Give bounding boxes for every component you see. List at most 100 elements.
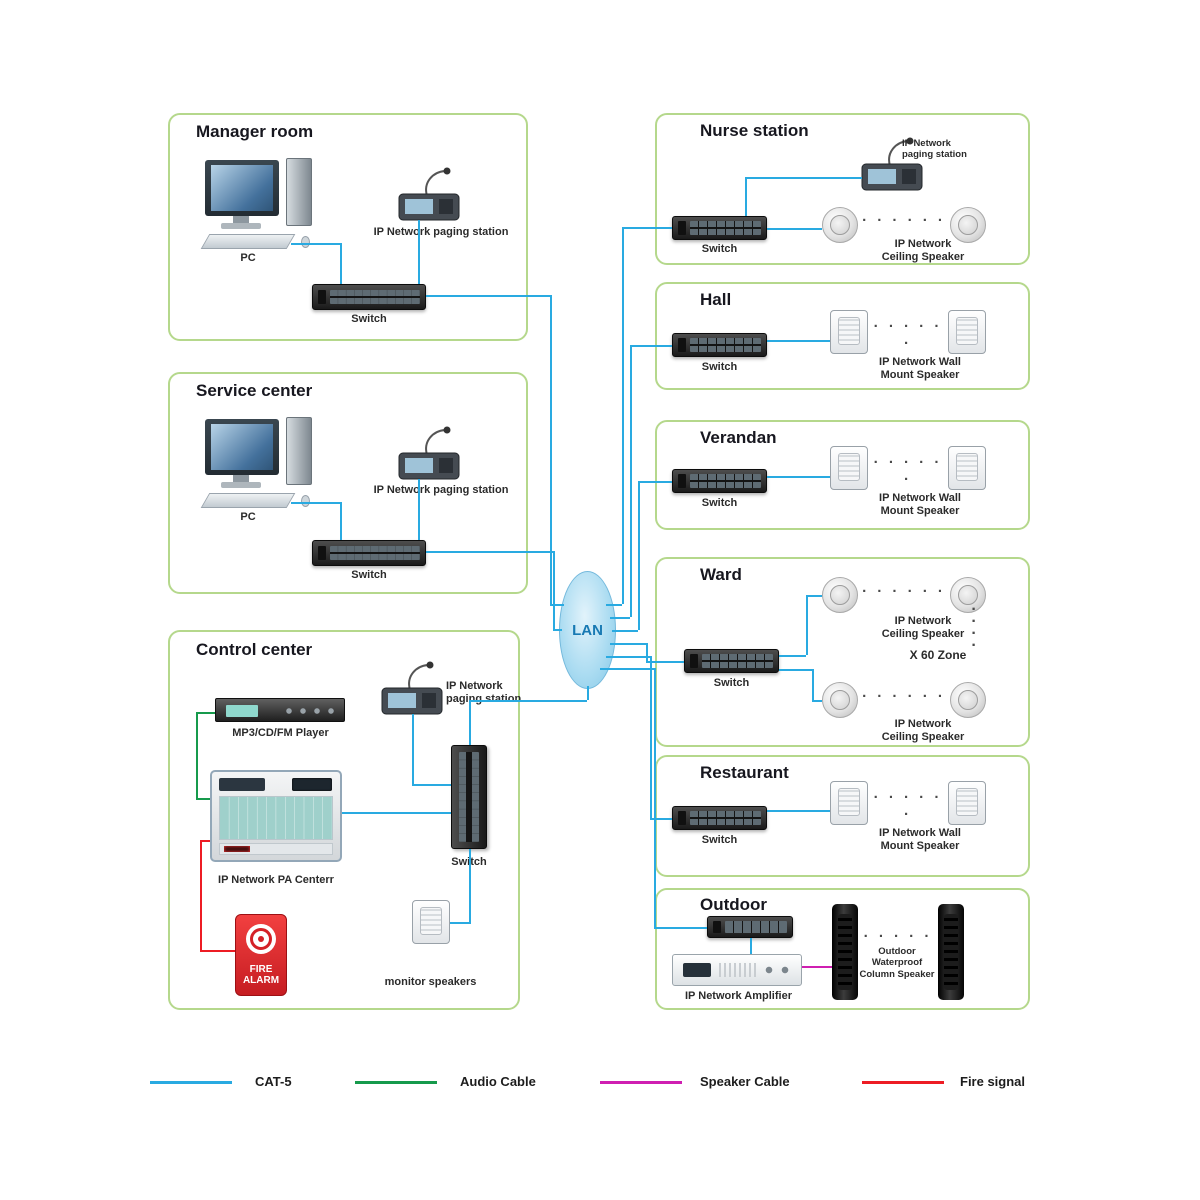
paging-station-icon xyxy=(861,137,923,191)
legend-speaker-label: Speaker Cable xyxy=(700,1074,790,1089)
mp3-display xyxy=(226,705,258,717)
mp3-player-icon xyxy=(215,698,345,722)
repeat-dots: · · · · · · xyxy=(862,583,946,600)
switch-ports xyxy=(459,752,479,842)
switch-led xyxy=(713,921,721,933)
switch-icon xyxy=(451,745,487,849)
repeat-dots: · · · · · · xyxy=(862,212,946,229)
lan-cloud: LAN xyxy=(559,571,616,689)
cat5-cable-segment xyxy=(469,700,471,745)
wall-speaker-label: IP Network Wall Mount Speaker xyxy=(879,827,961,853)
cat5-cable-segment xyxy=(630,345,632,617)
pc-monitor-icon xyxy=(205,419,279,475)
title-nurse-station: Nurse station xyxy=(700,121,809,140)
pc-screen-icon xyxy=(211,165,273,211)
fire-alarm-icon: FIRE ALARM xyxy=(235,914,287,996)
pc-label: PC xyxy=(240,511,256,523)
cat5-cable-segment xyxy=(587,686,589,700)
switch-led xyxy=(678,338,686,352)
ceiling-speaker-label: IP Network Ceiling Speaker xyxy=(881,238,965,264)
cat5-cable-segment xyxy=(412,714,414,784)
repeat-dots: · · · · · · xyxy=(873,318,943,352)
pc-tower-icon xyxy=(286,158,312,226)
title-control-center: Control center xyxy=(196,640,313,659)
title-service-center: Service center xyxy=(196,381,313,400)
cat5-cable-segment xyxy=(612,630,638,632)
wall-speaker-icon xyxy=(948,310,986,354)
title-outdoor: Outdoor xyxy=(700,895,768,914)
cat5-cable-segment xyxy=(650,656,652,818)
column-speaker-icon xyxy=(832,904,858,1000)
legend-cat5-label: CAT-5 xyxy=(255,1074,292,1089)
switch-led xyxy=(678,221,686,235)
ceiling-speaker-icon xyxy=(822,577,858,613)
cat5-cable-segment xyxy=(342,812,451,814)
cat5-cable-segment xyxy=(779,669,812,671)
audio-cable-segment xyxy=(196,712,215,714)
fire-alarm-label: FIRE ALARM xyxy=(242,963,280,986)
cat5-cable-segment xyxy=(650,818,672,820)
alarm-bell-icon xyxy=(246,924,276,955)
cat5-cable-segment xyxy=(412,784,451,786)
switch-led xyxy=(318,289,326,305)
fire-signal-segment xyxy=(200,840,202,950)
pa-center-zone-buttons xyxy=(219,796,333,840)
amplifier-knobs xyxy=(761,963,795,977)
cat5-cable-segment xyxy=(550,604,564,606)
amplifier-icon xyxy=(672,954,802,986)
switch-label: Switch xyxy=(713,677,750,689)
cat5-cable-segment xyxy=(418,220,420,284)
paging-station-label: IP Network paging station xyxy=(373,226,509,238)
cat5-cable-segment xyxy=(469,700,587,702)
ceiling-speaker-icon xyxy=(822,682,858,718)
switch-label: Switch xyxy=(701,497,738,509)
amplifier-label: IP Network Amplifier xyxy=(685,990,792,1002)
cat5-cable-segment xyxy=(806,595,808,655)
paging-station-label: IP Network paging station xyxy=(902,138,967,161)
cat5-cable-segment xyxy=(553,551,555,629)
switch-icon xyxy=(672,806,767,830)
cat5-cable-segment xyxy=(767,476,830,478)
switch-ports xyxy=(330,289,420,305)
fire-signal-segment xyxy=(200,950,235,952)
ceiling-speaker-icon xyxy=(950,207,986,243)
cat5-cable-segment xyxy=(767,340,830,342)
cat5-cable-segment xyxy=(550,295,552,604)
switch-icon xyxy=(672,333,767,357)
switch-label: Switch xyxy=(351,313,387,325)
pc-label: PC xyxy=(240,252,256,264)
cat5-cable-segment xyxy=(469,849,471,924)
cat5-cable-segment xyxy=(630,345,672,347)
title-ward: Ward xyxy=(700,565,742,584)
cat5-cable-segment xyxy=(340,243,342,284)
cat5-cable-segment xyxy=(426,295,550,297)
cat5-cable-segment xyxy=(654,668,656,927)
paging-station-label: IP Network paging station xyxy=(373,484,509,496)
monitor-speaker-icon xyxy=(412,900,450,944)
legend-audio-label: Audio Cable xyxy=(460,1074,536,1089)
cat5-cable-segment xyxy=(750,938,752,954)
switch-icon xyxy=(312,540,426,566)
wall-speaker-label: IP Network Wall Mount Speaker xyxy=(879,492,961,518)
cat5-cable-segment xyxy=(600,668,654,670)
paging-station-label: IP Network paging station xyxy=(446,680,521,706)
cat5-cable-segment xyxy=(340,502,342,540)
pc-icon xyxy=(200,417,315,512)
cat5-cable-segment xyxy=(767,810,830,812)
cat5-cable-segment xyxy=(745,177,862,179)
switch-label: Switch xyxy=(701,361,738,373)
audio-cable-segment xyxy=(196,712,198,798)
switch-icon xyxy=(707,916,793,938)
pc-base-icon xyxy=(221,482,261,488)
cat5-cable-segment xyxy=(812,669,814,700)
wall-speaker-icon xyxy=(830,310,868,354)
pc-screen-icon xyxy=(211,424,273,470)
cat5-cable-segment xyxy=(606,656,650,658)
cat5-cable-segment xyxy=(767,228,822,230)
pa-center-leds xyxy=(292,778,332,791)
cat5-cable-segment xyxy=(638,481,640,630)
monitor-speakers-label: monitor speakers xyxy=(384,976,477,988)
pa-center-label: IP Network PA Centerr xyxy=(218,874,334,886)
legend-audio-line xyxy=(355,1081,437,1084)
